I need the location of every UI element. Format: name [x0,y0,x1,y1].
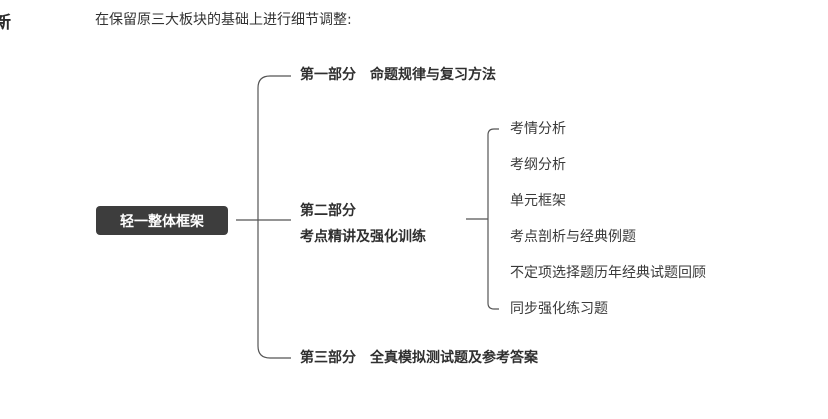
level1-bracket [257,75,291,359]
branch-part3: 第三部分全真模拟测试题及参考答案 [300,347,538,369]
branch-part1-number: 第一部分 [300,67,356,83]
level2-bracket [487,128,499,310]
section-heading-cut: 新 [0,13,11,33]
branch-part3-number: 第三部分 [300,350,356,366]
sub-item: 考纲分析 [510,157,566,173]
branch-part2-title: 考点精讲及强化训练 [300,229,426,245]
sub-item: 考情分析 [510,121,566,137]
branch-part3-title: 全真模拟测试题及参考答案 [370,350,538,366]
branch-part2: 第二部分 考点精讲及强化训练 [300,200,426,248]
sub-item: 同步强化练习题 [510,301,608,317]
sub-item: 单元框架 [510,193,566,209]
intro-text: 在保留原三大板块的基础上进行细节调整: [95,12,352,28]
root-node-label: 轻一整体框架 [120,213,204,230]
sub-item: 不定项选择题历年经典试题回顾 [510,265,706,281]
sub-item: 考点剖析与经典例题 [510,229,636,245]
branch-part1-title: 命题规律与复习方法 [370,67,496,83]
root-node: 轻一整体框架 [96,206,228,235]
branch-part1: 第一部分命题规律与复习方法 [300,64,496,86]
branch-part2-number: 第二部分 [300,203,356,219]
